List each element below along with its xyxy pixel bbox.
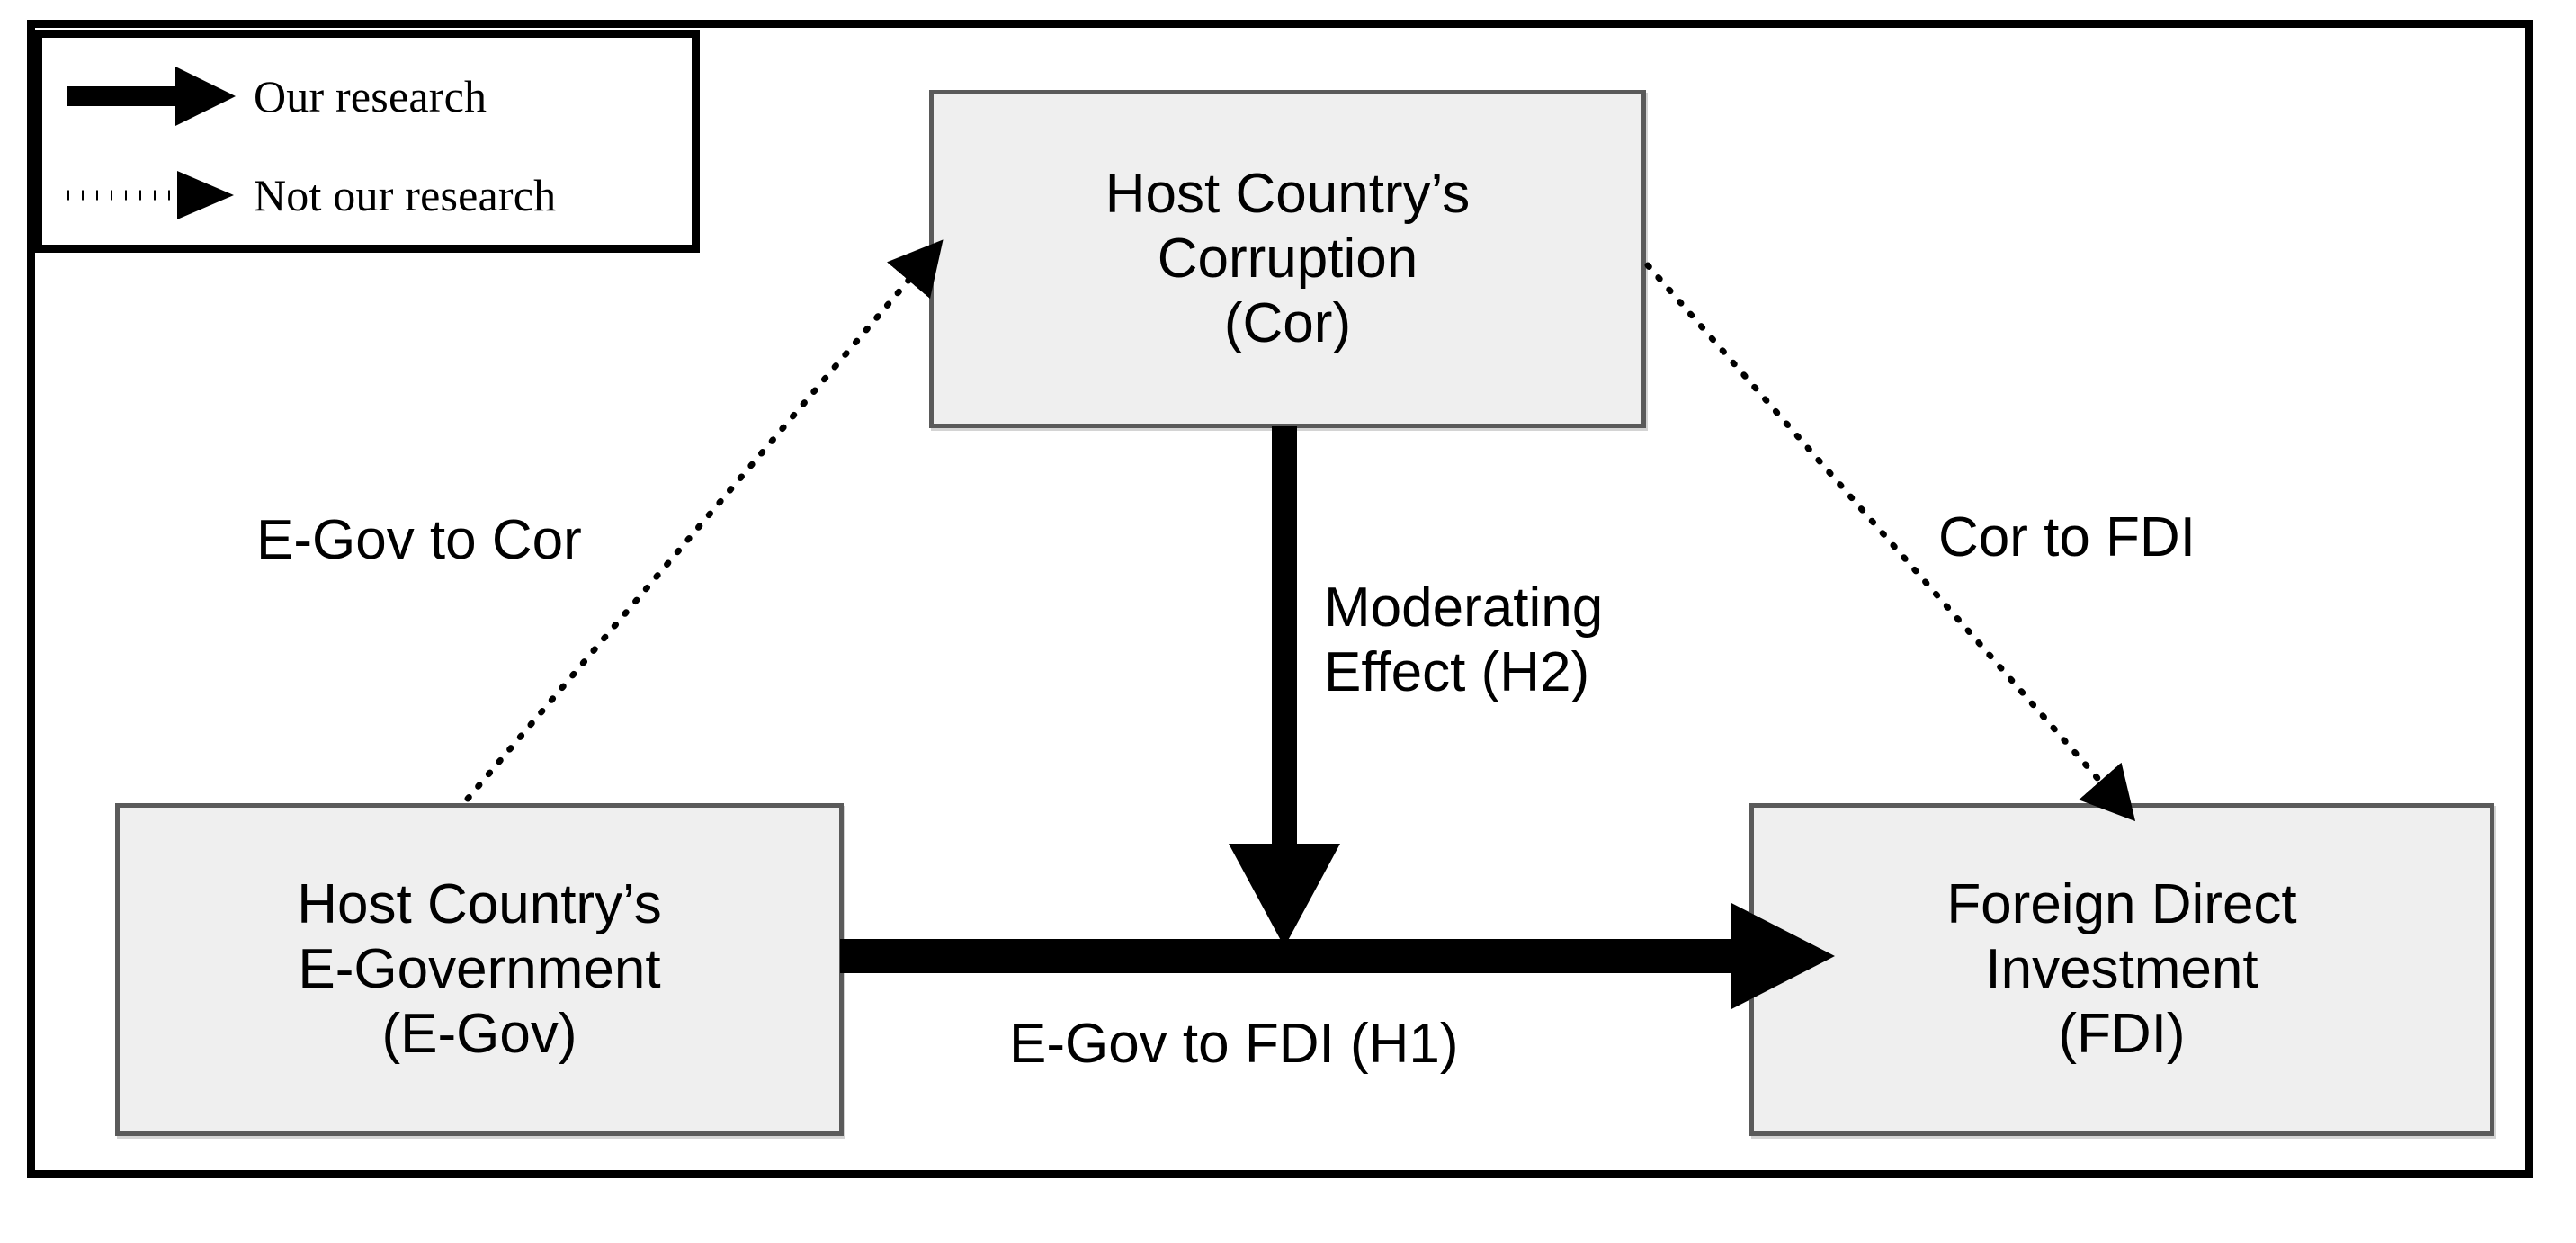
edge-label-egov-to-cor: E-Gov to Cor	[256, 509, 582, 571]
node-host-country-e-government[interactable]: Host Country’s E-Government (E-Gov)	[115, 803, 844, 1136]
node-host-country-corruption[interactable]: Host Country’s Corruption (Cor)	[929, 90, 1646, 428]
legend-item-our-research: Our research	[42, 58, 692, 135]
legend-box: Our research Not our research	[34, 30, 700, 253]
edge-label-moderating-effect: Moderating Effect (H2)	[1324, 576, 1711, 705]
outer-frame-border	[27, 20, 2533, 1178]
edge-label-moderating-line-2: Effect (H2)	[1324, 640, 1590, 703]
node-fdi-line-1: Foreign Direct	[1946, 873, 2297, 936]
node-foreign-direct-investment[interactable]: Foreign Direct Investment (FDI)	[1749, 803, 2494, 1136]
node-egov-line-3: (E-Gov)	[381, 1002, 577, 1065]
node-egov-line-1: Host Country’s	[297, 873, 662, 936]
node-fdi-line-2: Investment	[1985, 938, 2258, 1001]
node-corruption-line-3: (Cor)	[1223, 291, 1352, 354]
edge-label-moderating-line-1: Moderating	[1324, 577, 1604, 639]
edge-label-egov-to-fdi: E-Gov to FDI (H1)	[1009, 1013, 1459, 1075]
solid-arrow-icon	[42, 58, 254, 135]
legend-label-our-research: Our research	[254, 71, 487, 121]
node-corruption-line-2: Corruption	[1157, 228, 1418, 291]
node-egov-line-2: E-Government	[298, 938, 661, 1001]
legend-item-not-our-research: Not our research	[42, 156, 692, 234]
edge-label-cor-to-fdi: Cor to FDI	[1938, 506, 2196, 568]
legend-label-not-our-research: Not our research	[254, 170, 557, 220]
node-fdi-line-3: (FDI)	[2058, 1002, 2186, 1065]
node-corruption-line-1: Host Country’s	[1105, 163, 1471, 226]
dotted-arrow-icon	[42, 156, 254, 234]
